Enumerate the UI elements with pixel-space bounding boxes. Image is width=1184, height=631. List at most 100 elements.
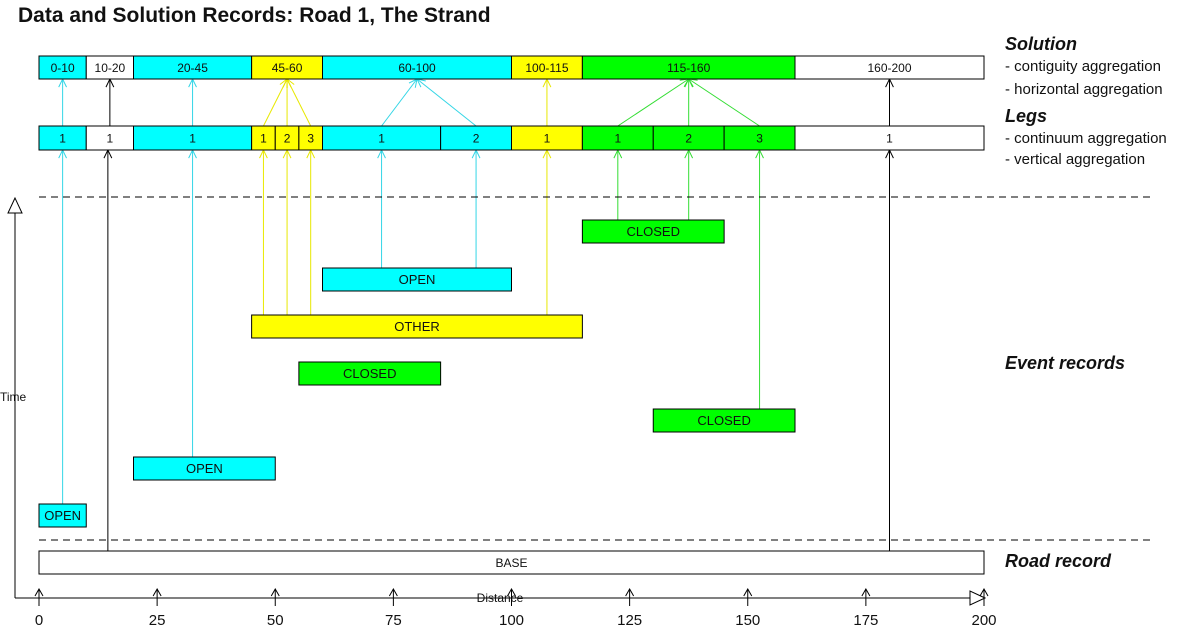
guide-lines [39,196,1151,541]
solution-note-horizontal: - horizontal aggregation [1005,81,1163,98]
event-box-6-rect [38,503,87,528]
arrow-leg-to-solution-115-160-9 [617,78,690,127]
time-axis-label: Time [0,390,27,404]
arrow-event-other-leg-3 [259,148,268,315]
arrow-leg-to-solution-60-100-6 [381,78,418,127]
arrow-event-open-60-100-leg-7 [471,148,481,268]
arrow-event-other-leg-100-115 [542,148,552,315]
leg-box-12-label: 1 [886,132,893,146]
tick-label-25: 25 [149,612,166,629]
arrow-leg-to-solution-160-200 [885,77,894,126]
arrow-base-to-leg-160-200 [885,148,894,551]
leg-box-2-rect [133,125,253,151]
arrow-leg-to-solution-115-160-9-line [617,78,689,127]
tick-label-175: 175 [853,612,878,629]
distance-axis-arrowhead [969,590,987,606]
leg-box-7: 2 [440,125,512,151]
leg-box-12-rect [794,125,985,151]
event-box-2-rect [251,314,583,339]
arrow-event-open-0-10 [58,148,67,504]
solution-box-5-label: 100-115 [525,61,568,75]
event-box-0: CLOSED [581,219,725,244]
leg-box-3-label: 1 [260,132,267,146]
solution-box-0-label: 0-10 [51,61,75,75]
arrow-leg-to-solution-45-60-5-line [286,78,312,127]
arrow-base-to-leg-10-20 [103,148,113,551]
event-box-5-label: OPEN [186,461,223,476]
arrow-leg-to-solution-115-160-10 [684,77,694,126]
solution-box-5: 100-115 [511,55,583,80]
leg-box-0: 1 [38,125,87,151]
solution-box-2-label: 20-45 [177,61,208,75]
arrow-event-closed-115-145-leg-9 [613,148,623,220]
arrow-leg-to-solution-100-115 [542,77,552,126]
solution-box-1: 10-20 [85,55,134,80]
arrow-leg-to-solution-115-160-11-line [688,78,760,127]
solution-box-7-rect [794,55,985,80]
solution-box-4: 60-100 [322,55,512,80]
solution-box-3-label: 45-60 [272,61,303,75]
leg-box-5-label: 3 [307,132,314,146]
arrow-leg-to-solution-45-60-5 [286,77,312,127]
tick-label-50: 50 [267,612,284,629]
arrow-leg-to-solution-60-100-6-line [381,78,418,127]
leg-box-2: 1 [133,125,253,151]
leg-box-2-label: 1 [189,132,196,146]
leg-box-8-label: 1 [544,132,551,146]
event-box-6-label: OPEN [44,508,81,523]
leg-box-6-label: 1 [378,132,385,146]
event-box-3: CLOSED [298,361,442,386]
event-box-3-label: CLOSED [343,366,396,381]
leg-box-6: 1 [322,125,442,151]
event-box-4-rect [652,408,796,433]
legs-heading: Legs [1005,106,1048,126]
arrow-leg-to-solution-20-45 [188,77,197,126]
road-box-base-rect [38,550,985,575]
leg-box-1-label: 1 [107,132,114,146]
solution-box-6: 115-160 [581,55,796,80]
event-box-1-label: OPEN [399,272,436,287]
event-box-5: OPEN [133,456,276,481]
leg-box-10-label: 2 [685,132,692,146]
leg-box-8-rect [511,125,583,151]
diagram-title: Data and Solution Records: Road 1, The S… [18,4,491,27]
tick-label-100: 100 [499,612,524,629]
arrow-event-other-leg-4 [282,148,292,315]
leg-box-9-rect [581,125,654,151]
solution-box-3: 45-60 [251,55,323,80]
legs-note-continuum: - continuum aggregation [1005,130,1167,147]
event-records-heading: Event records [1005,353,1126,373]
arrow-leg-to-solution-60-100-7-line [416,78,477,127]
leg-box-1-rect [85,125,134,151]
time-axis-arrowhead [7,196,23,214]
leg-box-6-rect [322,125,442,151]
event-box-6: OPEN [38,503,87,528]
arrow-leg-to-solution-10-20 [105,77,115,126]
road-box-base-label: BASE [495,556,527,570]
leg-box-0-label: 1 [59,132,66,146]
leg-box-5: 3 [298,125,323,151]
tick-label-75: 75 [385,612,402,629]
arrow-event-other-leg-5 [306,148,316,315]
road-record-heading: Road record [1005,551,1112,571]
road-box-base: BASE [38,550,985,575]
arrow-leg-to-solution-115-160-11 [687,78,760,127]
solution-heading: Solution [1005,34,1077,54]
leg-box-7-label: 2 [473,132,480,146]
event-box-0-label: CLOSED [627,224,680,239]
leg-box-8: 1 [511,125,583,151]
leg-box-10: 2 [652,125,725,151]
legs-note-vertical: - vertical aggregation [1005,151,1146,168]
tick-label-150: 150 [735,612,760,629]
leg-box-3: 1 [251,125,276,151]
event-box-4: CLOSED [652,408,796,433]
leg-box-7-rect [440,125,512,151]
event-box-2-label: OTHER [394,319,440,334]
solution-box-7: 160-200 [794,55,985,80]
leg-box-11-label: 3 [756,132,763,146]
leg-box-4-label: 2 [284,132,291,146]
tick-label-0: 0 [35,612,43,629]
